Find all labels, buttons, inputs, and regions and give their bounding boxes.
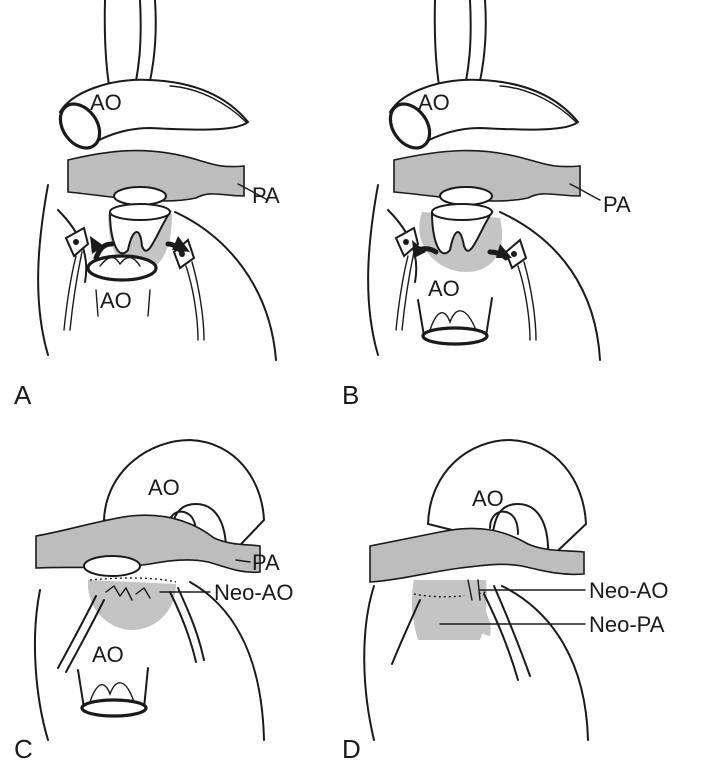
panel-c-ao-top-label: AO — [148, 475, 180, 500]
panel-b-letter: B — [342, 380, 359, 410]
panel-c-ao-bottom-label: AO — [92, 642, 124, 667]
aorta-top-stump-b — [388, 78, 580, 150]
panel-b-ao-top-label: AO — [418, 90, 450, 115]
panel-a-ao-bottom-label: AO — [100, 288, 132, 313]
neo-pa-region — [464, 584, 491, 636]
panel-b: AO PA AO B — [342, 0, 631, 410]
panel-b-ao-bottom-label: AO — [428, 276, 460, 301]
panel-d: AO Neo-AO Neo-PA D — [342, 438, 668, 764]
panel-c-neo-ao-label: Neo-AO — [214, 580, 293, 605]
pulmonary-artery-d — [369, 527, 585, 583]
panel-a-ao-top-label: AO — [90, 90, 122, 115]
panel-d-neo-ao-label: Neo-AO — [589, 578, 668, 603]
aorta-top-stump — [58, 78, 250, 150]
panel-c: AO PA Neo-AO AO C — [14, 438, 293, 764]
panel-c-pa-label: PA — [252, 550, 280, 575]
panel-a-pa-label: PA — [252, 183, 280, 208]
panel-d-ao-top-label: AO — [472, 486, 504, 511]
panel-a: AO PA AO A — [14, 0, 280, 410]
panel-d-neo-pa-label: Neo-PA — [589, 612, 665, 637]
panel-c-letter: C — [14, 734, 33, 764]
panel-b-pa-label: PA — [603, 192, 631, 217]
panel-a-letter: A — [14, 380, 32, 410]
panel-d-letter: D — [342, 734, 361, 764]
